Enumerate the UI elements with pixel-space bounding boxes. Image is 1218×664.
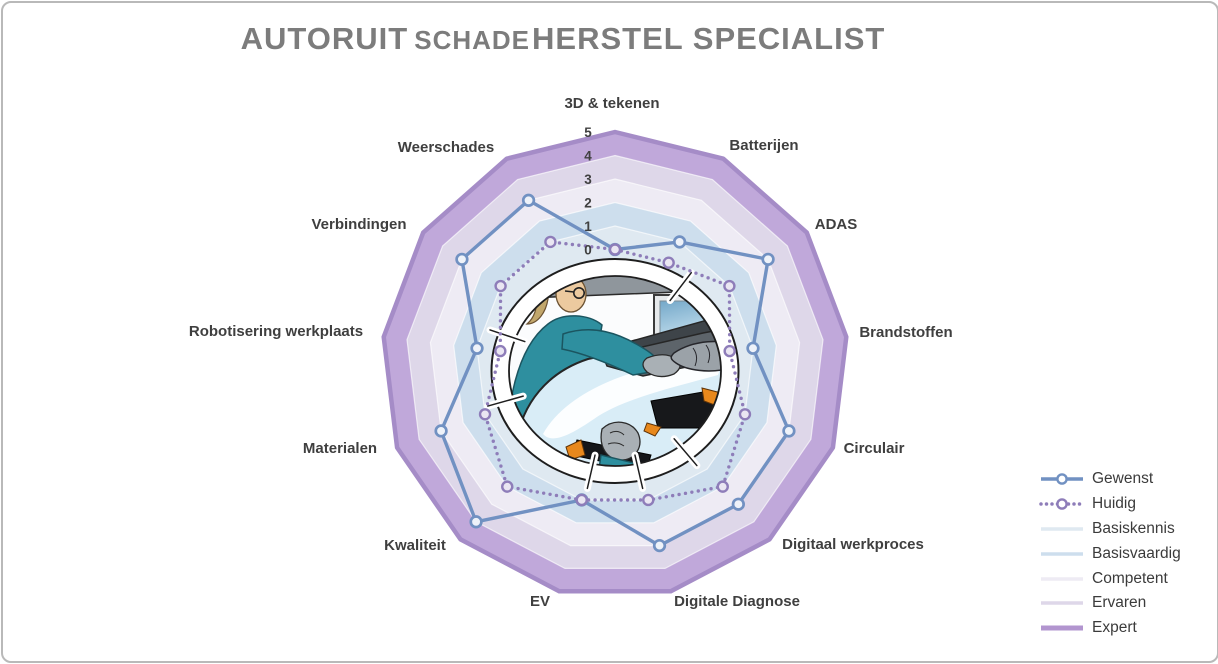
data-point-gewenst-11	[455, 252, 469, 266]
data-point-huidig-11	[494, 279, 507, 293]
category-label-10: Robotisering werkplaats	[189, 323, 363, 340]
category-label-6: Digitale Diagnose	[674, 593, 800, 610]
legend-swatch-gewenst	[1041, 473, 1083, 486]
legend-swatch-basisvaardig	[1041, 552, 1083, 556]
category-label-5: Digitaal werkproces	[782, 536, 924, 553]
legend-item-competent: Competent	[1039, 566, 1181, 591]
chart-title-part1: AUTORUIT	[240, 21, 409, 56]
tick-label-5: 5	[584, 125, 592, 140]
chart-title-part3: HERSTEL SPECIALIST	[532, 21, 886, 56]
data-point-gewenst-10	[470, 341, 484, 355]
legend-label-basiskennis: Basiskennis	[1092, 519, 1175, 537]
series-line-huidig	[483, 240, 747, 502]
category-label-7: EV	[530, 593, 550, 610]
legend-item-ervaren: Ervaren	[1039, 591, 1181, 616]
tick-label-4: 4	[584, 149, 592, 164]
legend-swatch-competent	[1041, 576, 1083, 581]
legend-item-huidig: Huidig	[1039, 492, 1181, 517]
data-point-huidig-0	[608, 243, 622, 256]
legend-item-basisvaardig: Basisvaardig	[1039, 541, 1181, 566]
data-point-huidig-7	[575, 493, 588, 507]
data-point-gewenst-4	[782, 424, 796, 438]
data-point-huidig-9	[478, 408, 492, 421]
category-label-4: Circulair	[844, 440, 905, 457]
data-point-huidig-6	[642, 493, 655, 507]
legend-item-gewenst: Gewenst	[1039, 467, 1181, 492]
data-point-gewenst-1	[672, 235, 687, 249]
data-point-huidig-8	[501, 480, 514, 493]
data-point-huidig-10	[494, 344, 507, 358]
data-point-huidig-2	[723, 279, 736, 293]
legend-swatch-huidig	[1039, 498, 1085, 510]
data-point-gewenst-3	[746, 341, 760, 355]
legend-label-gewenst: Gewenst	[1092, 470, 1154, 488]
category-label-11: Verbindingen	[311, 216, 406, 233]
data-point-gewenst-12	[521, 193, 536, 207]
data-point-huidig-4	[738, 408, 752, 421]
tick-label-1: 1	[584, 219, 592, 234]
legend-label-ervaren: Ervaren	[1092, 594, 1147, 612]
tick-label-2: 2	[584, 196, 592, 211]
category-label-2: ADAS	[815, 216, 858, 233]
tick-label-3: 3	[584, 172, 592, 187]
series-line-gewenst	[439, 198, 791, 548]
data-point-gewenst-8	[469, 515, 483, 529]
category-label-12: Weerschades	[398, 139, 494, 156]
data-point-huidig-12	[544, 235, 557, 249]
legend-label-expert: Expert	[1092, 619, 1137, 637]
tick-label-0: 0	[584, 243, 592, 258]
data-point-gewenst-2	[761, 252, 775, 266]
illustration-inner-ring	[508, 275, 722, 467]
chart-title-part2: SCHADE	[414, 25, 531, 55]
ring-notches	[484, 269, 701, 492]
value-axis-ticks: 5 4 3 2 1 0	[584, 125, 592, 258]
data-point-huidig-3	[723, 344, 736, 358]
category-label-1: Batterijen	[729, 137, 798, 154]
category-label-0: 3D & tekenen	[564, 95, 659, 112]
data-point-gewenst-5	[731, 497, 745, 511]
legend-label-basisvaardig: Basisvaardig	[1092, 544, 1181, 562]
category-label-8: Kwaliteit	[384, 537, 446, 554]
windshield-repair-illustration	[484, 258, 740, 492]
legend-swatch-basiskennis	[1041, 527, 1083, 531]
category-label-9: Materialen	[303, 440, 377, 457]
legend-label-competent: Competent	[1092, 569, 1168, 587]
legend-label-huidig: Huidig	[1092, 495, 1136, 513]
radar-series	[434, 193, 796, 553]
category-label-3: Brandstoffen	[859, 324, 952, 341]
data-point-gewenst-9	[434, 424, 448, 438]
data-point-gewenst-6	[652, 538, 667, 553]
legend-swatch-ervaren	[1041, 601, 1083, 606]
data-point-huidig-5	[716, 480, 729, 493]
legend-item-expert: Expert	[1039, 616, 1181, 641]
data-point-huidig-1	[662, 256, 675, 269]
legend-swatch-expert	[1041, 625, 1083, 631]
legend-item-basiskennis: Basiskennis	[1039, 517, 1181, 542]
